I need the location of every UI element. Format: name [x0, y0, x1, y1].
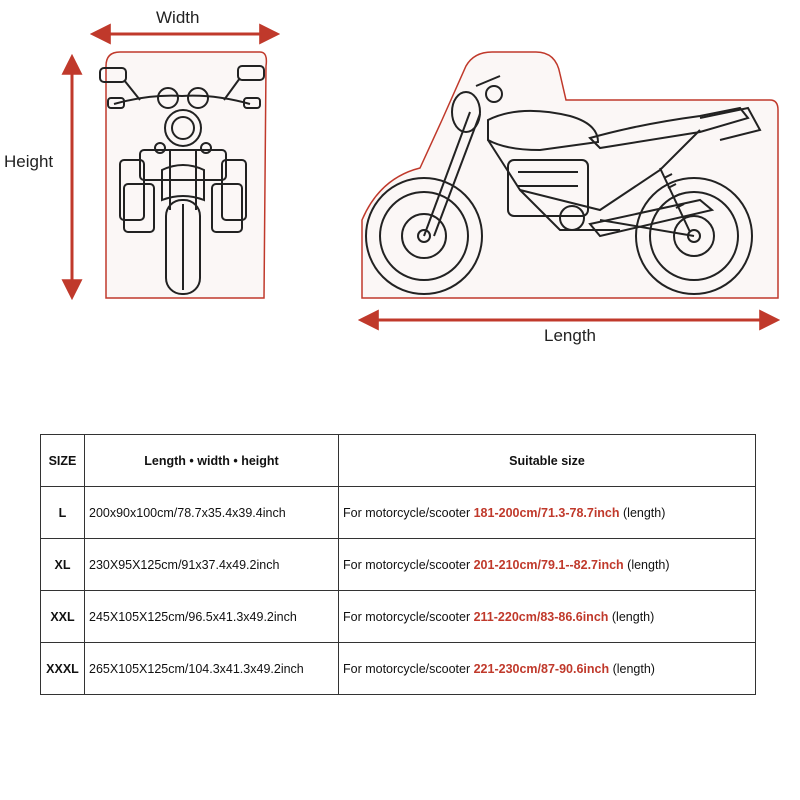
- table-row: XL 230X95X125cm/91x37.4x49.2inch For mot…: [40, 538, 756, 591]
- suitable-suffix: (length): [609, 661, 655, 676]
- size-cell: XL: [40, 538, 85, 591]
- header-dimensions: Length • width • height: [84, 434, 339, 487]
- table-row: XXXL 265X105X125cm/104.3x41.3x49.2inch F…: [40, 642, 756, 695]
- header-size: SIZE: [40, 434, 85, 487]
- suitable-cell: For motorcycle/scooter 211-220cm/83-86.6…: [338, 590, 756, 643]
- size-cell: XXXL: [40, 642, 85, 695]
- suitable-suffix: (length): [619, 505, 666, 520]
- suitable-range: 221-230cm/87-90.6inch: [473, 661, 610, 676]
- suitable-range: 181-200cm/71.3-78.7inch: [473, 505, 620, 520]
- dimensions-cell: 265X105X125cm/104.3x41.3x49.2inch: [84, 642, 339, 695]
- header-suitable: Suitable size: [338, 434, 756, 487]
- side-motorcycle-icon: [365, 75, 762, 295]
- dimensions-cell: 245X105X125cm/96.5x41.3x49.2inch: [84, 590, 339, 643]
- table-row: L 200x90x100cm/78.7x35.4x39.4inch For mo…: [40, 486, 756, 539]
- suitable-cell: For motorcycle/scooter 201-210cm/79.1--8…: [338, 538, 756, 591]
- dimensions-cell: 230X95X125cm/91x37.4x49.2inch: [84, 538, 339, 591]
- motorcycle-cover-diagram: [61, 23, 781, 331]
- width-label: Width: [156, 8, 200, 27]
- height-label: Height: [4, 152, 54, 171]
- side-cover-outline: [361, 51, 779, 299]
- suitable-cell: For motorcycle/scooter 221-230cm/87-90.6…: [338, 642, 756, 695]
- size-cell: L: [40, 486, 85, 539]
- table-header-row: SIZE Length • width • height Suitable si…: [40, 434, 756, 487]
- size-table: SIZE Length • width • height Suitable si…: [40, 434, 756, 695]
- suitable-prefix: For motorcycle/scooter: [343, 661, 474, 676]
- suitable-prefix: For motorcycle/scooter: [343, 609, 474, 624]
- suitable-prefix: For motorcycle/scooter: [343, 505, 474, 520]
- dimensions-cell: 200x90x100cm/78.7x35.4x39.4inch: [84, 486, 339, 539]
- suitable-range: 211-220cm/83-86.6inch: [473, 609, 609, 624]
- table-row: XXL 245X105X125cm/96.5x41.3x49.2inch For…: [40, 590, 756, 643]
- length-label: Length: [544, 326, 596, 345]
- front-cover-outline: [105, 51, 268, 299]
- suitable-suffix: (length): [608, 609, 655, 624]
- suitable-cell: For motorcycle/scooter 181-200cm/71.3-78…: [338, 486, 756, 539]
- suitable-prefix: For motorcycle/scooter: [343, 557, 474, 572]
- size-cell: XXL: [40, 590, 85, 643]
- size-diagram: Width Height Length: [4, 8, 781, 345]
- suitable-suffix: (length): [623, 557, 670, 572]
- suitable-range: 201-210cm/79.1--82.7inch: [473, 557, 624, 572]
- front-motorcycle-icon: [99, 65, 265, 295]
